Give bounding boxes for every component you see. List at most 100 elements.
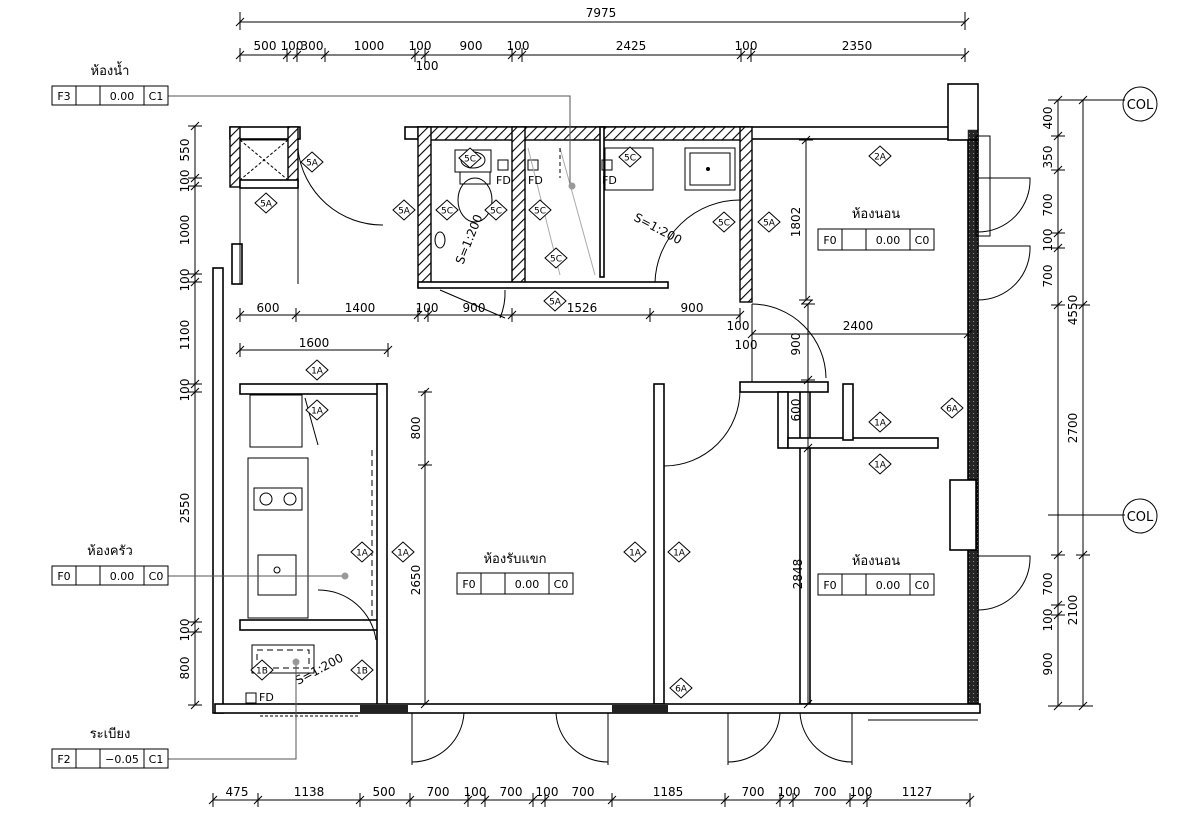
dim-bottom: 100 (850, 785, 873, 799)
dim-bottom: 700 (427, 785, 450, 799)
dim-right: 700 (1041, 265, 1055, 288)
finish-cell: 0.00 (110, 570, 135, 583)
dim-inner: 2848 (791, 559, 805, 590)
left-dimension-line (188, 121, 202, 710)
tag-text: 5A (306, 159, 319, 169)
floor-drain-label: FD (602, 174, 617, 187)
tag-text: 1A (311, 367, 324, 377)
room-title-living: ห้องรับแขก (483, 552, 546, 567)
tag-1a: 1A (391, 541, 415, 563)
dim-bottom: 1138 (294, 785, 325, 799)
tag-text: 1A (673, 549, 686, 559)
tag-5c: 5C (544, 247, 568, 269)
tag-6a: 6A (940, 397, 964, 419)
dim-top: 2350 (842, 39, 873, 53)
tag-text: 1B (256, 667, 268, 677)
tag-text: 1A (874, 461, 887, 471)
tag-text: 5A (260, 200, 273, 210)
dim-inner: 1400 (345, 301, 376, 315)
dim-left: 100 (178, 269, 192, 292)
tag-text: 5C (464, 155, 476, 165)
tag-text: 6A (946, 405, 959, 415)
dim-top: 900 (460, 39, 483, 53)
dim-inner: 100 (735, 338, 758, 352)
kitchen-fixtures (245, 394, 373, 704)
tag-text: 2A (874, 153, 887, 163)
col-label: COL (1127, 510, 1154, 525)
dim-left: 2550 (178, 493, 192, 524)
dim-inner: 1802 (789, 207, 803, 238)
finish-cell: 0.00 (515, 578, 540, 591)
doors (260, 140, 1031, 765)
tags-layer: 5A 5A 5A 5A 5A 5C 5C 5C 5C 5C 5C 5C 2A 1… (250, 145, 964, 699)
dim-bottom: 500 (373, 785, 396, 799)
dim-inner: 900 (681, 301, 704, 315)
dim-right: 700 (1041, 573, 1055, 596)
right-dimension-texts: 400 350 700 100 700 700 100 900 4550 270… (1041, 107, 1080, 676)
finish-cell: 0.00 (876, 234, 901, 247)
tag-5c: 5C (435, 199, 459, 221)
tag-text: 1B (356, 667, 368, 677)
finish-table-bathroom: F3 0.00 C1 (51, 85, 169, 106)
finish-cell: C0 (915, 234, 930, 247)
bathroom-fixtures (434, 147, 736, 276)
dim-overall-top: 7975 (586, 6, 617, 20)
floor-drain-label: FD (528, 174, 543, 187)
dim-bottom: 100 (778, 785, 801, 799)
tag-2a: 2A (868, 145, 892, 167)
walls (212, 83, 991, 714)
finish-cell: C1 (149, 90, 164, 103)
dim-inner: 100 (416, 301, 439, 315)
tag-5c: 5C (484, 199, 508, 221)
tag-5a: 5A (300, 151, 324, 173)
dim-bottom: 100 (464, 785, 487, 799)
dim-right-outer: 4550 (1066, 295, 1080, 326)
dim-bottom: 700 (500, 785, 523, 799)
tag-text: 5C (718, 219, 730, 229)
finish-cell: C0 (554, 578, 569, 591)
dim-inner: 900 (463, 301, 486, 315)
room-title-bedroom-bottom: ห้องนอน (852, 554, 900, 569)
dim-right: 700 (1041, 194, 1055, 217)
tag-5a: 5A (543, 290, 567, 312)
finish-cell: 0.00 (876, 579, 901, 592)
dim-inner: 1526 (567, 301, 598, 315)
dim-bottom: 475 (226, 785, 249, 799)
dim-left: 1100 (178, 320, 192, 351)
dim-right: 100 (1041, 609, 1055, 632)
floor-drain-label: FD (259, 691, 274, 704)
tag-6a: 6A (669, 677, 693, 699)
dim-top-extra: 100 (416, 59, 439, 73)
dim-bottom: 700 (814, 785, 837, 799)
tag-5a: 5A (392, 199, 416, 221)
tag-text: 6A (675, 685, 688, 695)
dim-right: 400 (1041, 107, 1055, 130)
tag-5a: 5A (757, 211, 781, 233)
tag-1a: 1A (305, 359, 329, 381)
dim-left: 1000 (178, 215, 192, 246)
interior-dimension-texts: 600 1400 100 900 1526 900 1600 100 100 2… (257, 207, 874, 596)
dim-bottom: 1127 (902, 785, 933, 799)
tag-1a: 1A (868, 411, 892, 433)
tag-1b: 1B (250, 659, 274, 681)
room-title-balcony: ระเบียง (90, 726, 131, 742)
dim-top: 100 (281, 39, 304, 53)
dim-inner: 900 (789, 333, 803, 356)
dim-top: 300 (301, 39, 324, 53)
dim-right: 350 (1041, 146, 1055, 169)
tag-text: 1A (397, 549, 410, 559)
tag-5c: 5C (458, 147, 482, 169)
dim-top: 100 (409, 39, 432, 53)
floor-drain-label: FD (496, 174, 511, 187)
tag-5c: 5C (528, 199, 552, 221)
dim-inner: 600 (257, 301, 280, 315)
tag-5c: 5C (712, 211, 736, 233)
slope-label: S=1:200 (453, 212, 486, 266)
column-marker: COL (1122, 86, 1158, 122)
tag-1a: 1A (667, 541, 691, 563)
shaft-box (239, 139, 299, 284)
tag-1b: 1B (350, 659, 374, 681)
dim-right-outer: 2100 (1066, 595, 1080, 626)
interior-dimensions (235, 135, 973, 709)
dim-inner: 100 (727, 319, 750, 333)
